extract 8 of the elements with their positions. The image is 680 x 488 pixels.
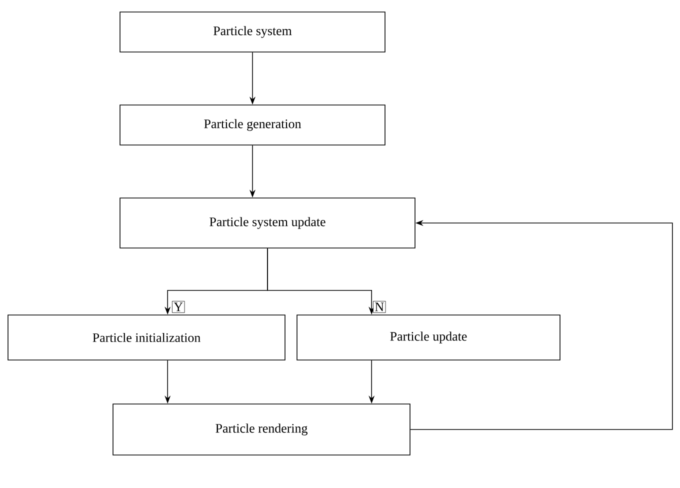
process-box: Particle system update — [120, 198, 416, 248]
process-box: Particle initialization — [8, 314, 286, 360]
edge-label: Y — [172, 301, 185, 313]
process-box: Particle update — [296, 314, 560, 360]
edge-label: N — [373, 301, 386, 313]
process-box: Particle generation — [120, 104, 386, 146]
process-box: Particle rendering — [112, 404, 410, 456]
process-box: Particle system — [120, 12, 386, 52]
